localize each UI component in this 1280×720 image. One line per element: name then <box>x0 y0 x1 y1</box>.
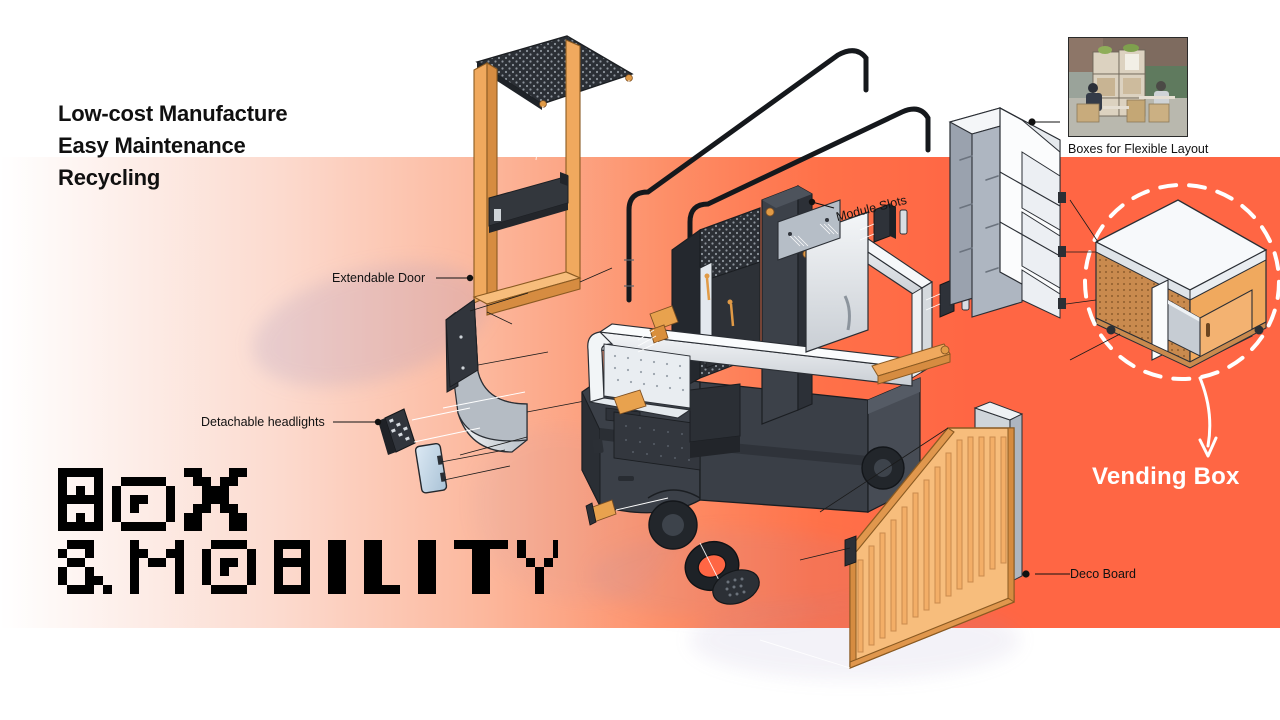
callout-extendable-door: Extendable Door <box>332 271 426 285</box>
brand-logo <box>58 468 558 603</box>
headline-line-1: Low-cost Manufacture <box>58 101 288 126</box>
callout-deco-board: Deco Board <box>1070 567 1137 581</box>
headline-block: Low-cost Manufacture Easy Maintenance Re… <box>58 98 288 194</box>
headline-line-3: Recycling <box>58 165 161 190</box>
headline-line-2: Easy Maintenance <box>58 133 246 158</box>
callout-vending-box: Vending Box <box>1092 463 1240 490</box>
callout-detachable-headlights: Detachable headlights <box>201 415 325 429</box>
photo-caption: Boxes for Flexible Layout <box>1068 142 1209 156</box>
flexible-layout-photo <box>1068 37 1188 137</box>
